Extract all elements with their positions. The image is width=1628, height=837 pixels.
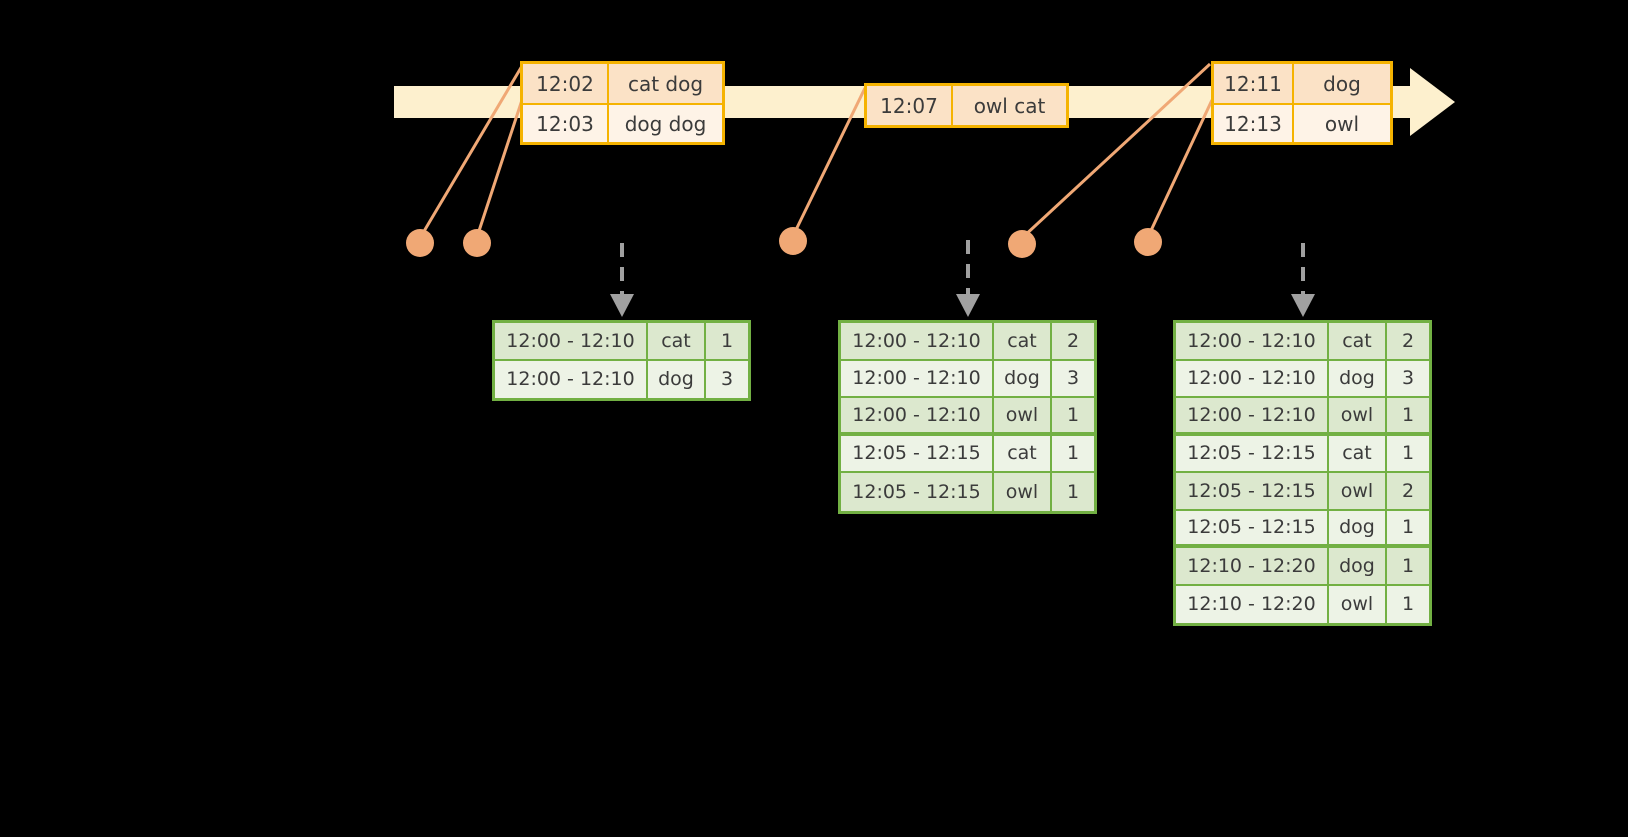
table-cell-range: 12:00 - 12:10 [495,360,648,398]
table-cell-key: cat [1329,323,1387,359]
event-value: dog [1323,71,1361,96]
table-cell-range: 12:05 - 12:15 [841,473,994,511]
dot-5 [1134,228,1162,256]
timeline-arrowhead [1410,68,1455,136]
table-cell-range: 12:00 - 12:10 [1176,360,1329,396]
event-value: dog dog [624,111,707,136]
event-row[interactable]: 12:11 dog [1214,64,1390,103]
table-row[interactable]: 12:00 - 12:10 cat 2 [1176,323,1429,361]
event-time: 12:03 [523,105,609,142]
table-row[interactable]: 12:00 - 12:10 cat 1 [495,323,748,361]
connector-line-3 [791,87,867,237]
result-table-2[interactable]: 12:00 - 12:10 cat 2 12:00 - 12:10 dog 3 … [838,320,1097,514]
table-cell-range: 12:00 - 12:10 [841,323,994,359]
table-row[interactable]: 12:00 - 12:10 dog 3 [495,360,748,398]
table-cell-key: owl [1329,585,1387,623]
table-cell-count: 1 [1401,554,1415,577]
table-cell-range: 12:05 - 12:15 [1176,435,1329,471]
table-cell-key: dog [1329,360,1387,396]
event-row[interactable]: 12:03 dog dog [523,103,722,142]
table-row[interactable]: 12:05 - 12:15 dog 1 [1176,510,1429,548]
table-row[interactable]: 12:00 - 12:10 owl 1 [1176,398,1429,436]
table-row[interactable]: 12:05 - 12:15 owl 2 [1176,473,1429,511]
table-row[interactable]: 12:10 - 12:20 dog 1 [1176,548,1429,586]
table-cell-range: 12:10 - 12:20 [1176,585,1329,623]
table-cell-count: 2 [1401,329,1415,352]
table-cell-range: 12:00 - 12:10 [1176,398,1329,432]
connector-line-1 [418,65,524,239]
dot-1 [406,229,434,257]
dot-4 [1008,230,1036,258]
table-cell-count: 2 [1401,479,1415,502]
table-cell-range: 12:10 - 12:20 [1176,548,1329,584]
result-table-1[interactable]: 12:00 - 12:10 cat 1 12:00 - 12:10 dog 3 [492,320,751,401]
result-arrowhead-2 [956,294,980,317]
table-cell-key: dog [1329,548,1387,584]
table-row[interactable]: 12:00 - 12:10 owl 1 [841,398,1094,436]
result-arrowheads [610,294,1315,317]
table-row[interactable]: 12:00 - 12:10 dog 3 [1176,360,1429,398]
event-row[interactable]: 12:07 owl cat [867,86,1066,125]
table-cell-range: 12:05 - 12:15 [841,435,994,471]
table-cell-count: 1 [1401,403,1415,426]
dot-2 [463,229,491,257]
table-cell-range: 12:00 - 12:10 [1176,323,1329,359]
event-time: 12:13 [1214,105,1294,142]
table-cell-count: 1 [1066,480,1080,503]
result-table-3[interactable]: 12:00 - 12:10 cat 2 12:00 - 12:10 dog 3 … [1173,320,1432,626]
result-arrows [620,240,1305,296]
table-cell-count: 1 [1401,516,1415,539]
table-row[interactable]: 12:05 - 12:15 cat 1 [841,435,1094,473]
event-group-3[interactable]: 12:11 dog 12:13 owl [1211,61,1393,145]
table-cell-count: 2 [1066,329,1080,352]
event-value: owl cat [973,93,1046,118]
table-cell-range: 12:05 - 12:15 [1176,510,1329,544]
table-row[interactable]: 12:00 - 12:10 dog 3 [841,360,1094,398]
event-group-2[interactable]: 12:07 owl cat [864,83,1069,128]
table-row[interactable]: 12:05 - 12:15 cat 1 [1176,435,1429,473]
dot-3 [779,227,807,255]
table-cell-key: cat [1329,435,1387,471]
table-cell-key: owl [1329,473,1387,509]
table-cell-count: 1 [1401,593,1415,616]
table-cell-key: dog [1329,510,1387,544]
table-cell-count: 3 [1401,367,1415,390]
event-time: 12:07 [867,86,953,125]
event-row[interactable]: 12:02 cat dog [523,64,722,103]
table-cell-count: 1 [1066,442,1080,465]
table-cell-key: owl [994,398,1052,432]
table-cell-count: 3 [720,368,734,391]
table-cell-range: 12:00 - 12:10 [495,323,648,359]
table-row[interactable]: 12:10 - 12:20 owl 1 [1176,585,1429,623]
table-row[interactable]: 12:00 - 12:10 cat 2 [841,323,1094,361]
result-arrowhead-3 [1291,294,1315,317]
event-value: cat dog [627,71,704,96]
table-cell-count: 1 [720,329,734,352]
table-cell-key: dog [648,360,706,398]
table-cell-range: 12:00 - 12:10 [841,398,994,432]
connector-line-5 [1146,99,1214,238]
event-row[interactable]: 12:13 owl [1214,103,1390,142]
table-cell-key: cat [648,323,706,359]
event-time: 12:02 [523,64,609,103]
table-cell-key: cat [994,323,1052,359]
event-value: owl [1324,111,1360,136]
table-cell-range: 12:05 - 12:15 [1176,473,1329,509]
connector-line-2 [475,99,524,238]
table-cell-key: cat [994,435,1052,471]
event-group-1[interactable]: 12:02 cat dog 12:03 dog dog [520,61,725,145]
table-cell-range: 12:00 - 12:10 [841,360,994,396]
table-cell-key: owl [1329,398,1387,432]
table-cell-key: owl [994,473,1052,511]
table-row[interactable]: 12:05 - 12:15 owl 1 [841,473,1094,511]
table-cell-count: 1 [1066,403,1080,426]
connector-dot-group [406,227,1162,258]
table-cell-count: 3 [1066,367,1080,390]
table-cell-key: dog [994,360,1052,396]
result-arrowhead-1 [610,294,634,317]
event-time: 12:11 [1214,64,1294,103]
table-cell-count: 1 [1401,442,1415,465]
